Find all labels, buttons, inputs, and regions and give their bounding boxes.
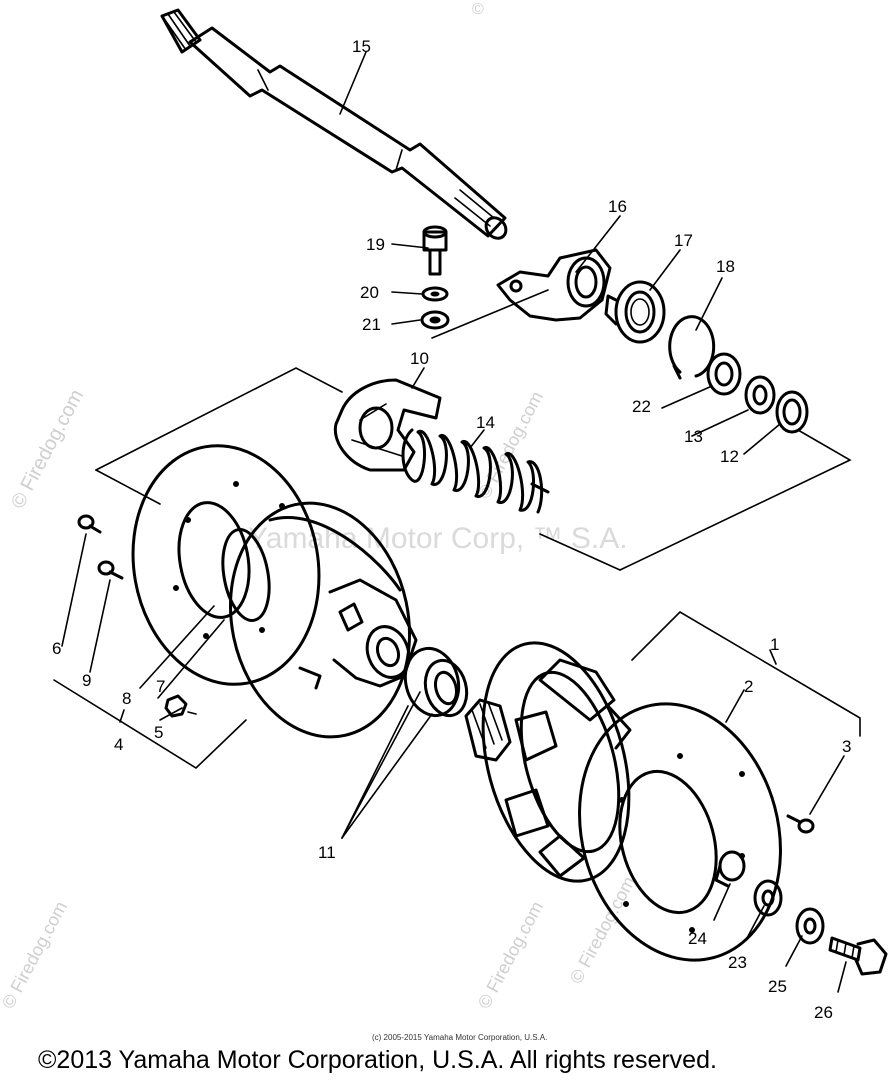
copyright-main: ©2013 Yamaha Motor Corporation, U.S.A. A… [38, 1046, 717, 1074]
watermark-side-left: © Firedog.com [7, 386, 88, 512]
part-23-washer [753, 879, 783, 917]
callout-2: 2 [744, 677, 753, 696]
callout-24: 24 [688, 929, 707, 948]
callout-18: 18 [716, 257, 735, 276]
callout-23: 23 [728, 953, 747, 972]
callout-4: 4 [114, 735, 123, 754]
part-21-plain-washer [420, 310, 450, 330]
watermark-center: Yamaha Motor Corp, ™ S.A. [248, 522, 628, 555]
part-5-nut [164, 694, 197, 718]
callout-16: 16 [608, 197, 627, 216]
callout-5: 5 [154, 723, 163, 742]
callout-14: 14 [476, 413, 495, 432]
callout-25: 25 [768, 977, 787, 996]
part-4-movable-sheave [228, 501, 418, 739]
callout-8: 8 [122, 689, 131, 708]
part-10-cam-bracket [333, 378, 442, 472]
watermark-bottom-mid: © Firedog.com [474, 898, 547, 1012]
part-26-bolt [828, 936, 888, 976]
part-22-washer [706, 352, 742, 396]
part-7-spacer [221, 528, 271, 622]
part-8-sheave-plate [131, 444, 321, 686]
callout-7: 7 [156, 677, 165, 696]
part-12-washer [775, 390, 809, 434]
leader-lines [53, 51, 861, 993]
callout-12: 12 [720, 447, 739, 466]
callout-11: 11 [318, 843, 336, 862]
part-24-collar [714, 850, 746, 888]
part-20-lock-washer [421, 286, 449, 302]
callout-6: 6 [52, 639, 61, 658]
callout-3: 3 [842, 737, 851, 756]
part-13-washer [744, 375, 776, 415]
callout-15: 15 [352, 37, 371, 56]
callout-20: 20 [360, 283, 379, 302]
part-1-fixed-sheave [464, 641, 632, 883]
part-25-washer [795, 907, 825, 945]
callout-17: 17 [674, 231, 693, 250]
part-14-spring [401, 428, 550, 514]
part-6-screw [77, 514, 102, 534]
part-9-screw [97, 560, 124, 580]
part-16-bearing-housing [496, 248, 612, 322]
part-17-bearing [604, 280, 666, 344]
watermark-top: © [472, 1, 484, 18]
copyright-small: (c) 2005-2015 Yamaha Motor Corporation, … [372, 1033, 547, 1042]
part-3-screw [786, 814, 815, 834]
part-11-bushing [403, 646, 469, 718]
callout-26: 26 [814, 1003, 833, 1022]
callout-19: 19 [366, 235, 385, 254]
callout-22: 22 [632, 397, 651, 416]
callout-labels: 15 16 17 18 19 20 21 10 14 22 13 12 6 9 … [52, 37, 851, 1022]
part-2-cover-plate [578, 702, 782, 962]
part-19-bolt [422, 225, 448, 276]
watermark-bottom-left: © Firedog.com [0, 898, 71, 1012]
callout-9: 9 [82, 671, 91, 690]
callout-1: 1 [770, 635, 779, 654]
callout-10: 10 [410, 349, 429, 368]
callout-21: 21 [362, 315, 381, 334]
part-15-drive-shaft [160, 8, 508, 240]
callout-13: 13 [684, 427, 703, 446]
